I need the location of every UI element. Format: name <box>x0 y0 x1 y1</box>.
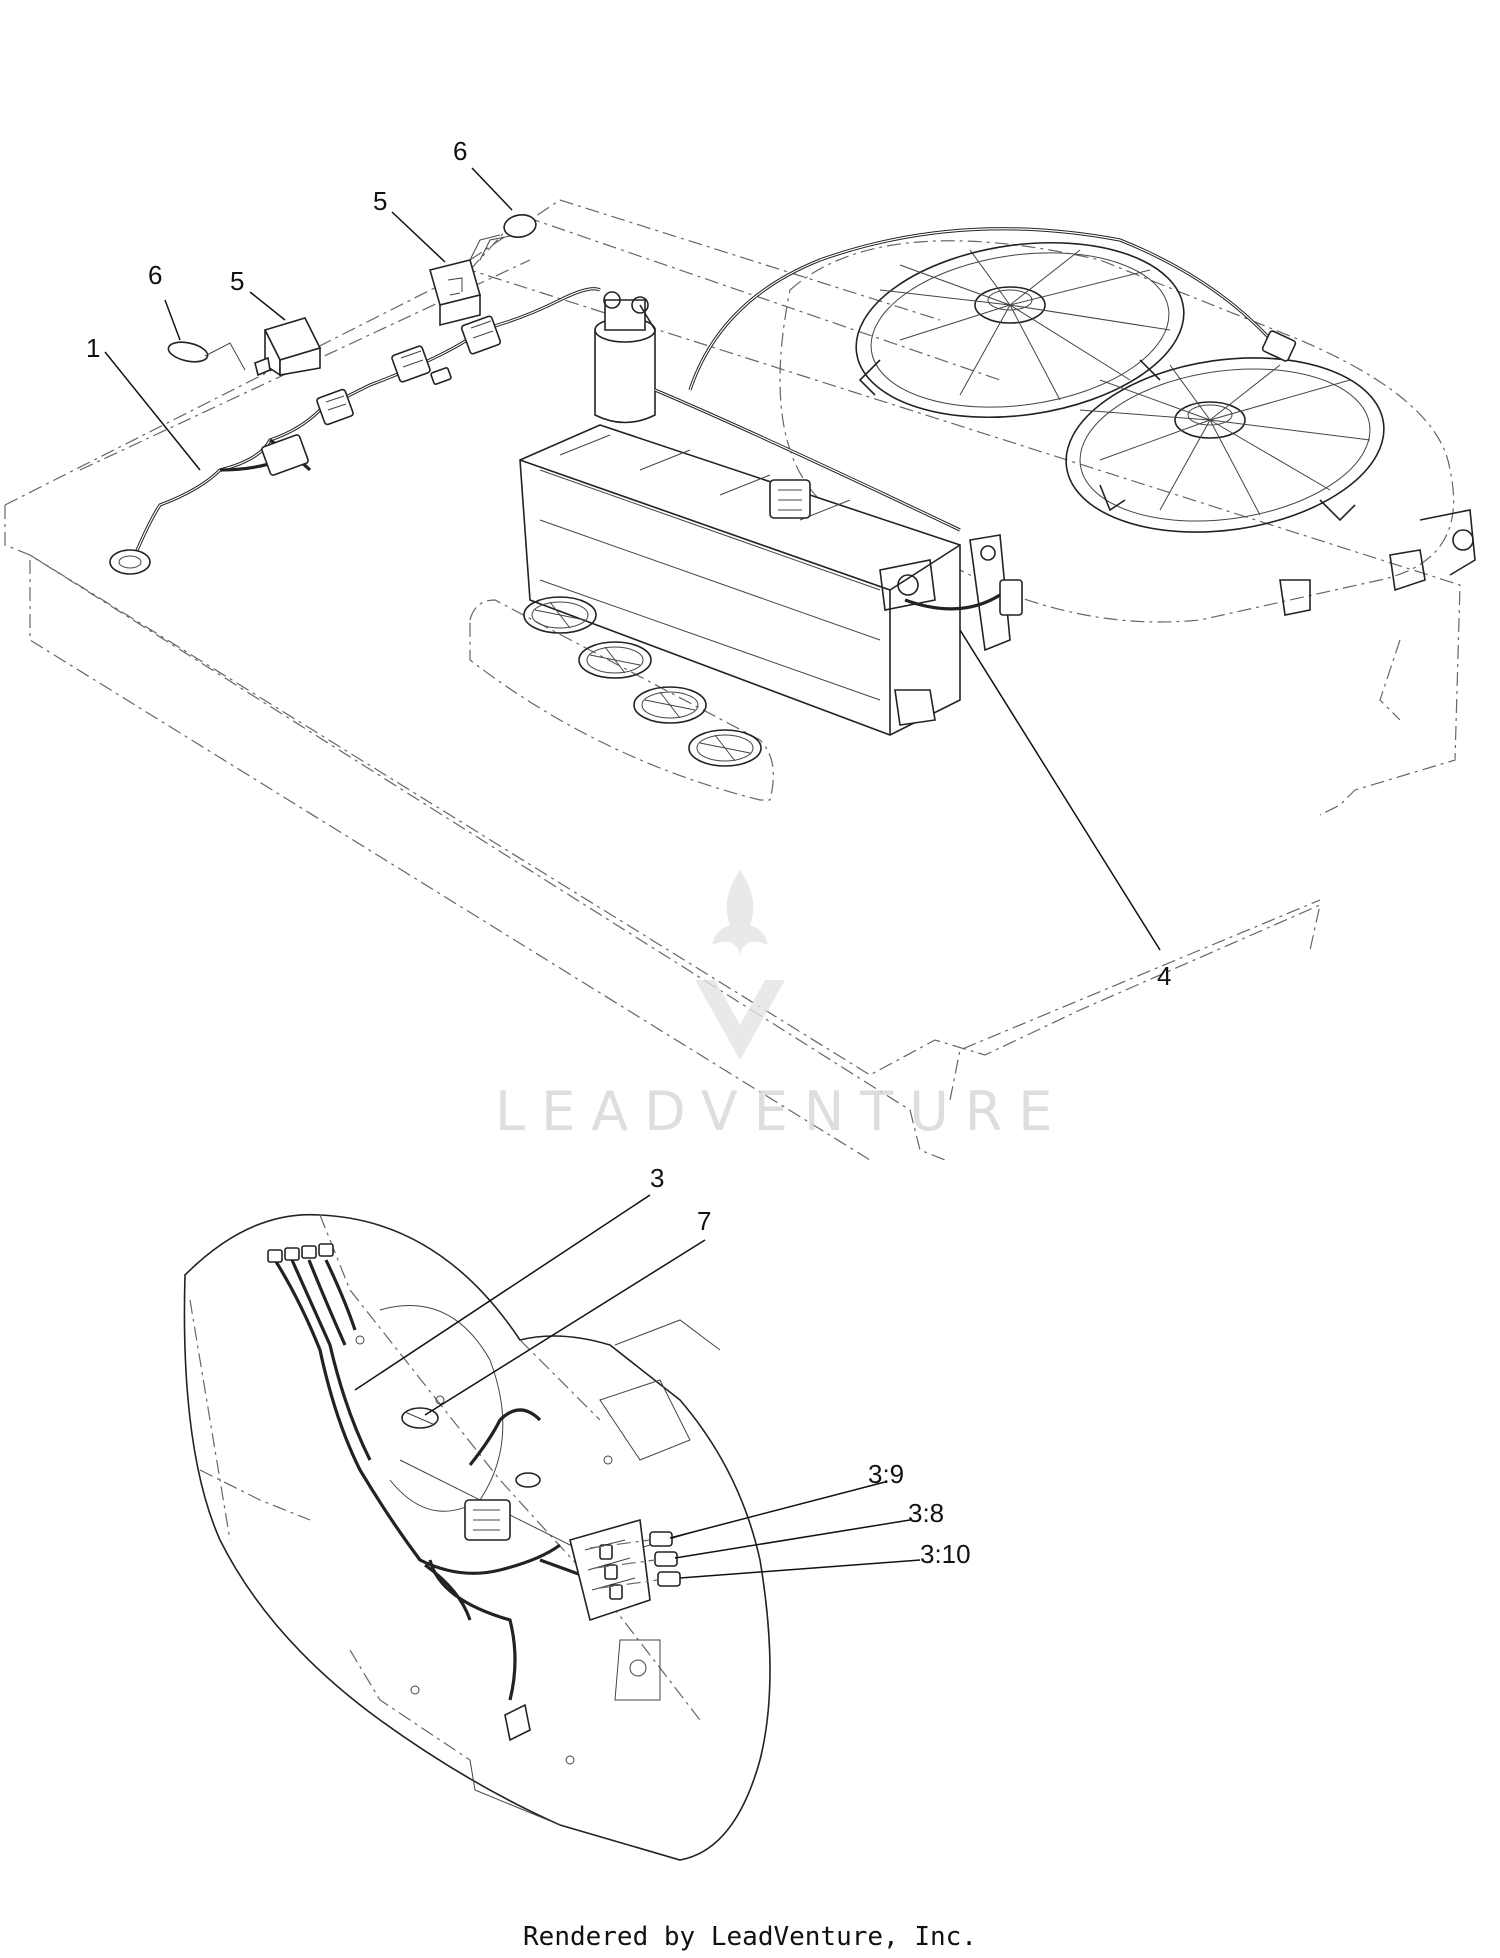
clip-left <box>167 341 246 371</box>
callout-6-left: 6 <box>148 260 162 290</box>
relay-left <box>254 317 322 377</box>
terminal-hardware <box>589 1531 681 1589</box>
callout-4: 4 <box>1157 961 1171 991</box>
lower-detail <box>183 1194 921 1861</box>
upper-assembly <box>4 167 1476 1161</box>
watermark: LEADVENTURE <box>495 870 1068 1143</box>
relay-right <box>429 234 501 327</box>
callouts: 1 5 5 6 6 4 3 7 3:9 3:8 3:10 <box>86 136 1171 1569</box>
terminal-block <box>569 1518 651 1622</box>
leader-lines-upper <box>104 167 1161 951</box>
leader-lines-lower <box>354 1194 921 1579</box>
callout-3-8: 3:8 <box>908 1498 944 1528</box>
callout-6-right: 6 <box>453 136 467 166</box>
render-credit: Rendered by LeadVenture, Inc. <box>523 1922 977 1952</box>
callout-5-left: 5 <box>230 266 244 296</box>
callout-3-9: 3:9 <box>868 1459 904 1489</box>
vent-rings <box>523 596 762 767</box>
cylinder-component <box>594 291 656 424</box>
main-wire-harness <box>109 287 1001 611</box>
fan-harness <box>688 227 1297 391</box>
callout-5-right: 5 <box>373 186 387 216</box>
fan-shroud <box>779 240 1476 623</box>
cooling-fan-1 <box>855 241 1185 419</box>
callout-1: 1 <box>86 333 100 363</box>
mounting-bracket <box>894 534 1023 726</box>
callout-3: 3 <box>650 1163 664 1193</box>
clip-right <box>479 214 537 261</box>
controller-box <box>469 424 961 801</box>
motor-harness <box>267 1243 596 1742</box>
cooling-fan-2 <box>1065 357 1385 533</box>
callout-7: 7 <box>697 1206 711 1236</box>
detail-outline <box>183 1213 771 1861</box>
watermark-text: LEADVENTURE <box>495 1080 1068 1143</box>
callout-3-10: 3:10 <box>920 1539 971 1569</box>
